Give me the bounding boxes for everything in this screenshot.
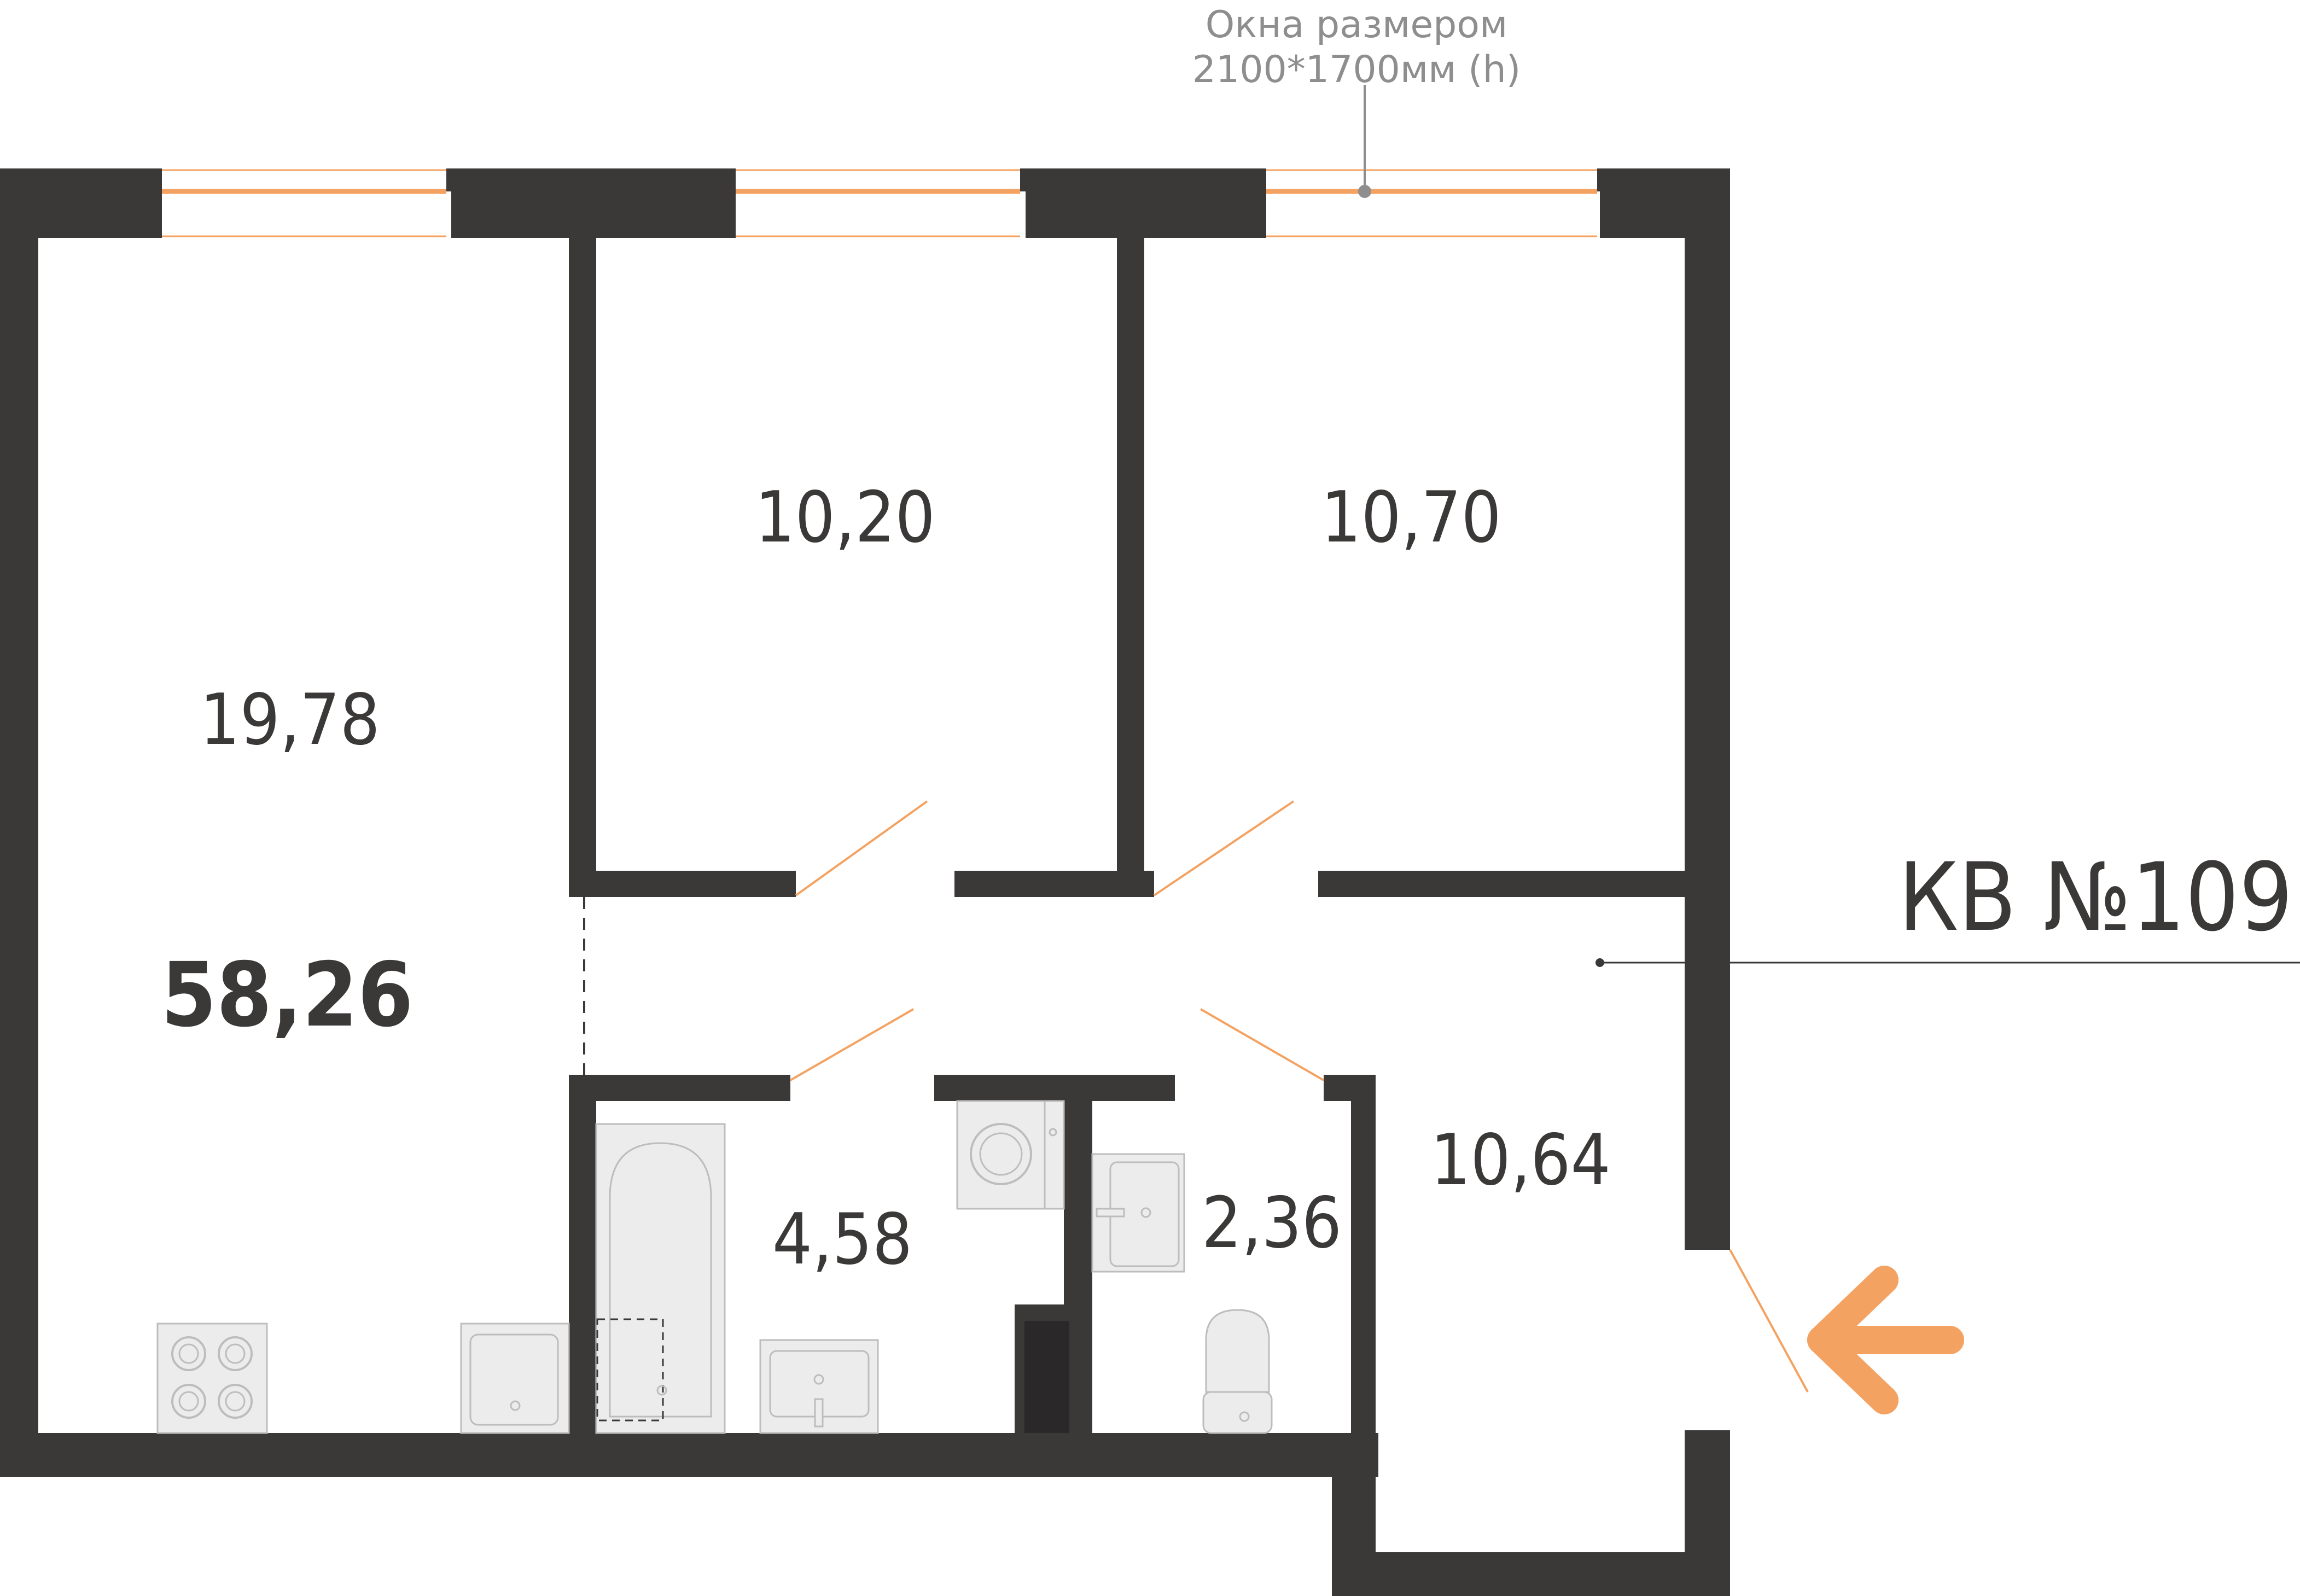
bathtub-icon [595, 1123, 726, 1434]
window-note-line1: Окна размером [1206, 3, 1508, 46]
door-swings [789, 800, 1809, 1393]
apartment-leader-dot [1596, 958, 1604, 967]
apartment-number: КВ №109 [1899, 842, 2293, 952]
toilet-sink-icon [1091, 1153, 1185, 1273]
room-area-hallway: 10,64 [1430, 1120, 1611, 1201]
window-note-line2: 2100*1700мм (h) [1192, 48, 1521, 91]
windows [162, 168, 1597, 238]
washbasin-icon [759, 1339, 879, 1434]
total-area: 58,26 [161, 944, 413, 1047]
room-area-bedroom-1: 10,20 [755, 477, 935, 558]
walls [0, 168, 1730, 1596]
room-area-bedroom-2: 10,70 [1321, 477, 1501, 558]
toilet-icon [1202, 1309, 1273, 1434]
room-area-toilet: 2,36 [1202, 1183, 1342, 1264]
stove-icon [156, 1323, 268, 1434]
kitchen-sink-icon [460, 1323, 570, 1434]
shaft [1024, 1321, 1069, 1433]
window-note-dot [1358, 185, 1371, 198]
room-area-bathroom: 4,58 [772, 1199, 912, 1280]
room-area-kitchen-living: 19,78 [200, 679, 380, 761]
washing-machine-icon [956, 1100, 1065, 1210]
entrance-arrow-icon [1807, 1266, 1964, 1414]
